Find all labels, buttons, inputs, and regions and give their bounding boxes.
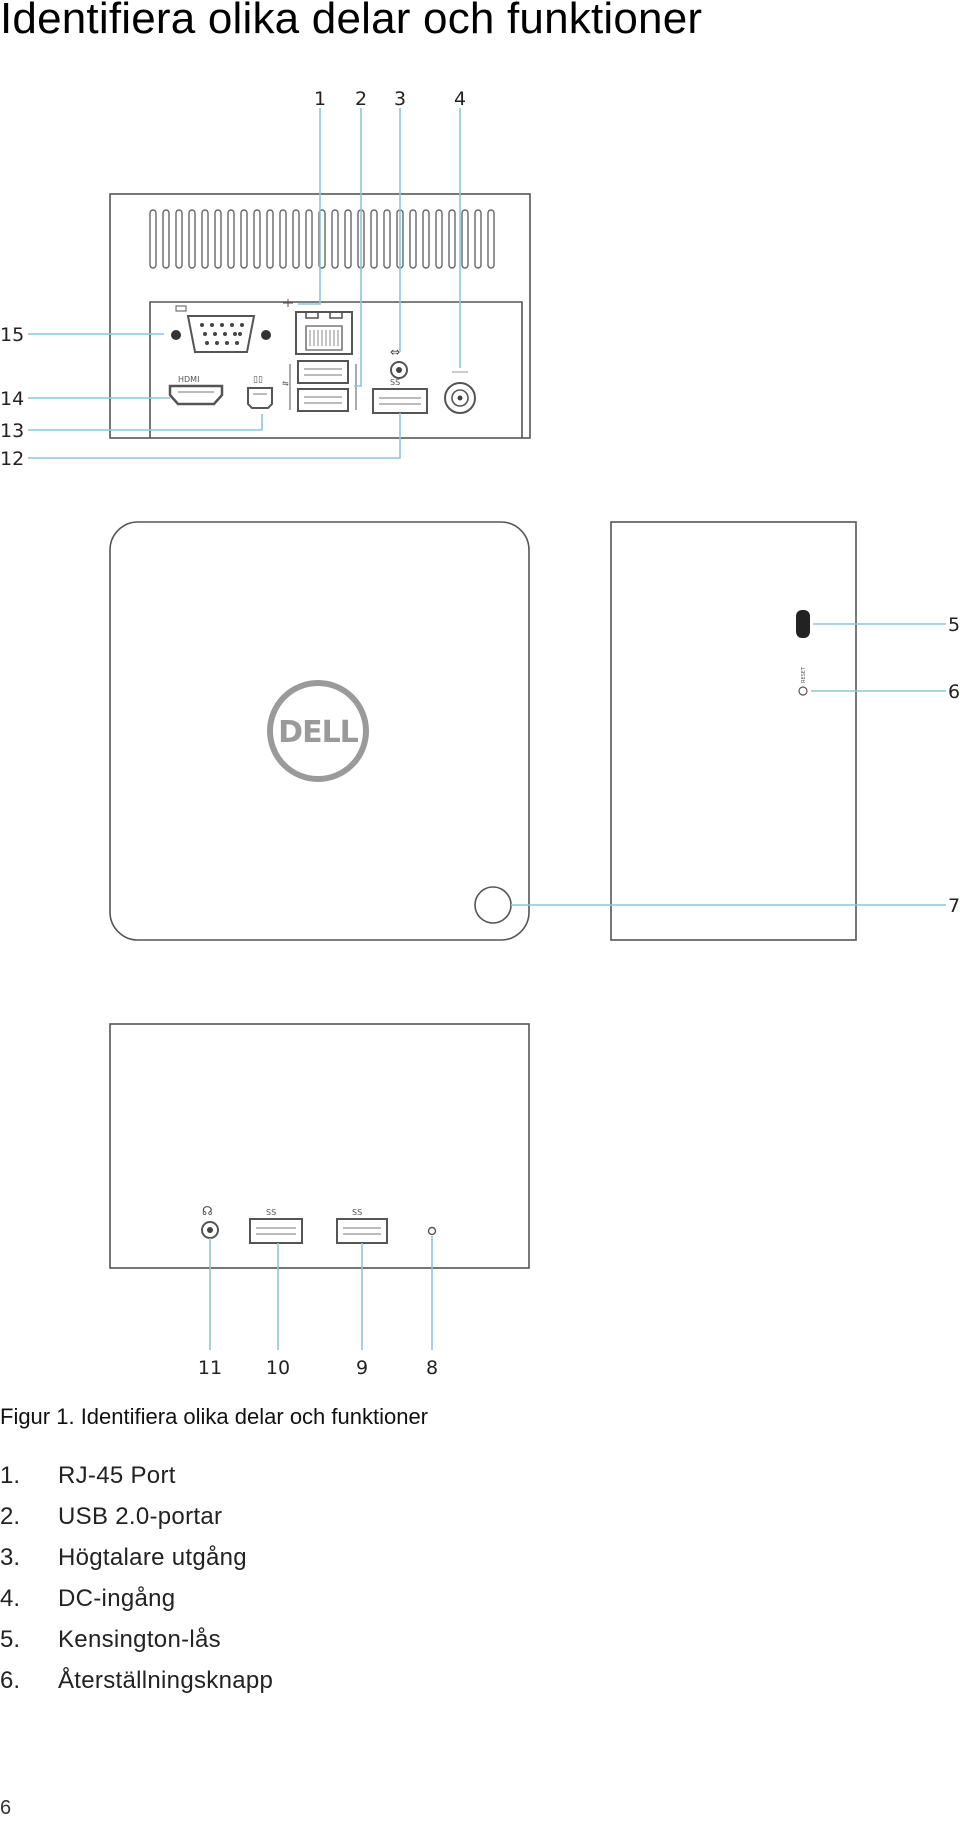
svg-text:RESET: RESET — [801, 666, 807, 683]
svg-text:⇋: ⇋ — [282, 379, 289, 388]
port-plate-outline — [149, 301, 523, 438]
page-title: Identifiera olika delar och funktioner — [0, 0, 703, 43]
callout-lines — [28, 108, 946, 1350]
callout-15: 15 — [0, 324, 24, 346]
svg-text:DELL: DELL — [278, 715, 359, 750]
hdmi-port: HDMI — [168, 375, 224, 406]
svg-text:▯▯: ▯▯ — [253, 375, 263, 385]
back-view: ⇋ ⇔ SS — [109, 193, 531, 439]
usb3-powershare-port: SS — [249, 1208, 303, 1244]
callout-7: 7 — [948, 895, 960, 917]
callout-14: 14 — [0, 388, 24, 410]
callout-4: 4 — [454, 88, 466, 110]
top-view-outline — [109, 521, 530, 941]
callout-numbers: 1 2 3 4 5 6 7 8 9 10 11 12 13 14 15 — [0, 88, 960, 1379]
dell-logo: DELL — [267, 680, 369, 782]
svg-text:⇔: ⇔ — [390, 345, 400, 359]
callout-13: 13 — [0, 420, 24, 442]
usb3-port-back: SS — [372, 378, 428, 414]
rj45-port — [283, 299, 353, 355]
callout-9: 9 — [356, 1357, 368, 1379]
front-view: ☊ SS SS — [109, 1023, 530, 1269]
callout-1: 1 — [314, 88, 326, 110]
callout-5: 5 — [948, 614, 960, 636]
kensington-slot — [796, 610, 810, 638]
svg-text:SS: SS — [390, 378, 400, 387]
callout-3: 3 — [394, 88, 406, 110]
usb2-ports: ⇋ — [282, 360, 357, 412]
callout-6: 6 — [948, 681, 960, 703]
power-light — [427, 1226, 437, 1236]
callout-11: 11 — [198, 1357, 222, 1379]
vent-grille — [149, 209, 495, 269]
top-view: DELL — [109, 521, 530, 941]
side-view-outline — [610, 521, 857, 941]
callout-10: 10 — [266, 1357, 290, 1379]
headset-port: ☊ — [201, 1204, 219, 1239]
usb3-port-front: SS — [336, 1208, 388, 1244]
svg-text:SS: SS — [352, 1208, 362, 1217]
reset-button: RESET — [798, 666, 808, 696]
power-button — [474, 886, 512, 924]
device-diagram: ⇋ ⇔ SS — [0, 88, 960, 1379]
svg-text:☊: ☊ — [202, 1204, 213, 1218]
callout-8: 8 — [426, 1357, 438, 1379]
speaker-out-port: ⇔ — [390, 345, 408, 379]
callout-12: 12 — [0, 448, 24, 470]
svg-text:SS: SS — [266, 1208, 276, 1217]
mini-displayport: ▯▯ — [247, 375, 273, 409]
side-view: RESET — [610, 521, 857, 941]
page-number: 6 — [0, 1797, 12, 1819]
callout-2: 2 — [355, 88, 367, 110]
vga-port — [171, 305, 271, 353]
dc-in-port — [444, 371, 476, 414]
svg-text:HDMI: HDMI — [178, 375, 199, 384]
figure-caption: Figur 1. Identifiera olika delar och fun… — [0, 1404, 429, 1429]
front-view-outline — [109, 1023, 530, 1269]
